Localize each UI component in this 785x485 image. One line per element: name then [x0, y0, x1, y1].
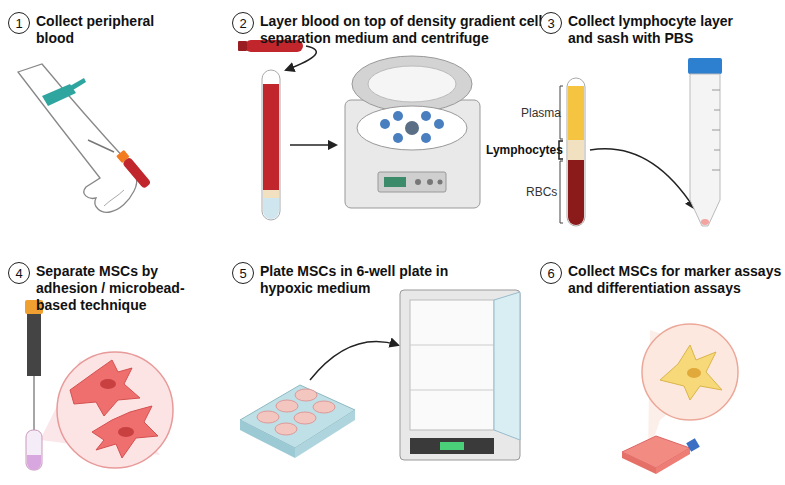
step-number: 2 [232, 12, 254, 34]
process-step: 5 Plate MSCs in 6-well plate in hypoxic m… [232, 262, 488, 297]
arm-drawing [18, 64, 151, 212]
process-step: 1 Collect peripheral blood [8, 12, 166, 47]
step-title: Collect peripheral blood [36, 12, 166, 47]
step-title: Layer blood on top of density gradient c… [260, 12, 550, 47]
step-number: 5 [232, 262, 254, 284]
separation-drawing [25, 300, 173, 470]
separation-tube-drawing [559, 58, 722, 226]
step-title: Collect lymphocyte layer and sash with P… [568, 12, 758, 47]
step-title: Plate MSCs in 6-well plate in hypoxic me… [260, 262, 488, 297]
step-number: 4 [8, 262, 30, 284]
process-step: 6 Collect MSCs for marker assays and diff… [540, 262, 785, 297]
step-title: Collect MSCs for marker assays and diffe… [568, 262, 785, 297]
process-step: 3 Collect lymphocyte layer and sash with … [540, 12, 758, 47]
layer-label: Plasma [521, 106, 561, 120]
centrifuge-drawing [238, 40, 480, 220]
flask-drawing [622, 324, 738, 474]
step-number: 3 [540, 12, 562, 34]
process-step: 2 Layer blood on top of density gradient … [232, 12, 550, 47]
step-title: Separate MSCs by adhesion / microbead-ba… [36, 262, 201, 314]
incubator-drawing [240, 290, 520, 460]
step-number: 6 [540, 262, 562, 284]
layer-label: RBCs [526, 185, 557, 199]
step-number: 1 [8, 12, 30, 34]
layer-label: Lymphocytes [486, 143, 563, 157]
process-step: 4 Separate MSCs by adhesion / microbead-b… [8, 262, 201, 314]
